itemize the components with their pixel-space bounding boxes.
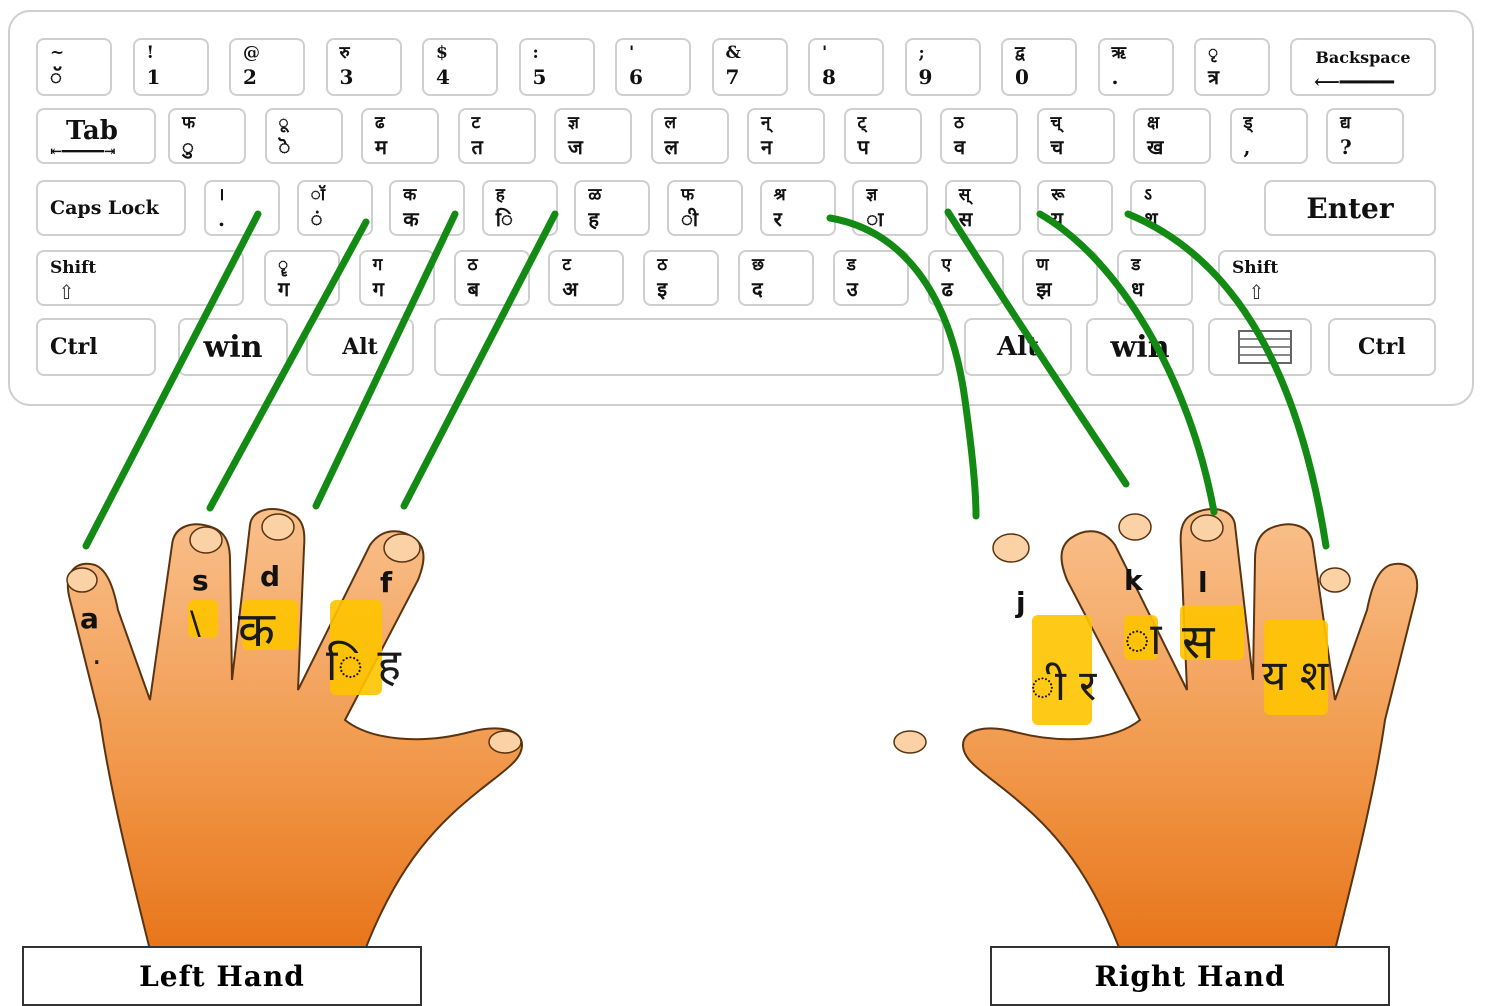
finger-dev-l: स xyxy=(1182,614,1216,670)
finger-dev-j: ी र xyxy=(1030,661,1097,710)
finger-key-a: a xyxy=(80,602,99,635)
nail xyxy=(262,514,294,540)
left-hand-shape xyxy=(68,509,522,950)
right-hand xyxy=(894,509,1417,950)
left-hand-caption-text: Left Hand xyxy=(139,960,305,993)
left-hand xyxy=(67,509,522,950)
finger-dev-a: . xyxy=(92,637,102,672)
guide-line-l xyxy=(1040,214,1214,512)
finger-dev-d: क xyxy=(238,602,276,658)
finger-dev-s: \ xyxy=(190,604,201,642)
right-hand-caption-text: Right Hand xyxy=(1094,960,1285,993)
nail xyxy=(384,534,420,562)
right-hand-caption: Right Hand xyxy=(990,946,1390,1006)
guide-line-a xyxy=(86,214,258,546)
guide-line-k xyxy=(948,212,1126,484)
finger-dev-f: ि ह xyxy=(326,640,402,691)
left-hand-caption: Left Hand xyxy=(22,946,422,1006)
finger-key-s: s xyxy=(192,564,209,597)
nail xyxy=(489,731,521,753)
guide-line-j xyxy=(830,218,976,516)
guide-lines xyxy=(86,212,1326,546)
nail xyxy=(67,568,97,592)
finger-key-d: d xyxy=(260,560,280,593)
finger-key-f: f xyxy=(380,566,393,599)
finger-dev-k: ा xyxy=(1124,614,1163,665)
finger-key-k: k xyxy=(1124,564,1144,597)
guide-line-f xyxy=(404,214,555,506)
finger-key-j: j xyxy=(1015,586,1026,619)
nail xyxy=(1320,568,1350,592)
nail xyxy=(190,527,222,553)
finger-dev-semicolon: य श xyxy=(1262,651,1330,700)
guide-line-d xyxy=(316,214,455,506)
nail xyxy=(894,731,926,753)
nail xyxy=(1191,515,1223,541)
nail xyxy=(1119,514,1151,540)
guide-line-semicolon xyxy=(1128,214,1326,546)
nail xyxy=(993,534,1029,562)
finger-key-l: l xyxy=(1198,566,1208,599)
